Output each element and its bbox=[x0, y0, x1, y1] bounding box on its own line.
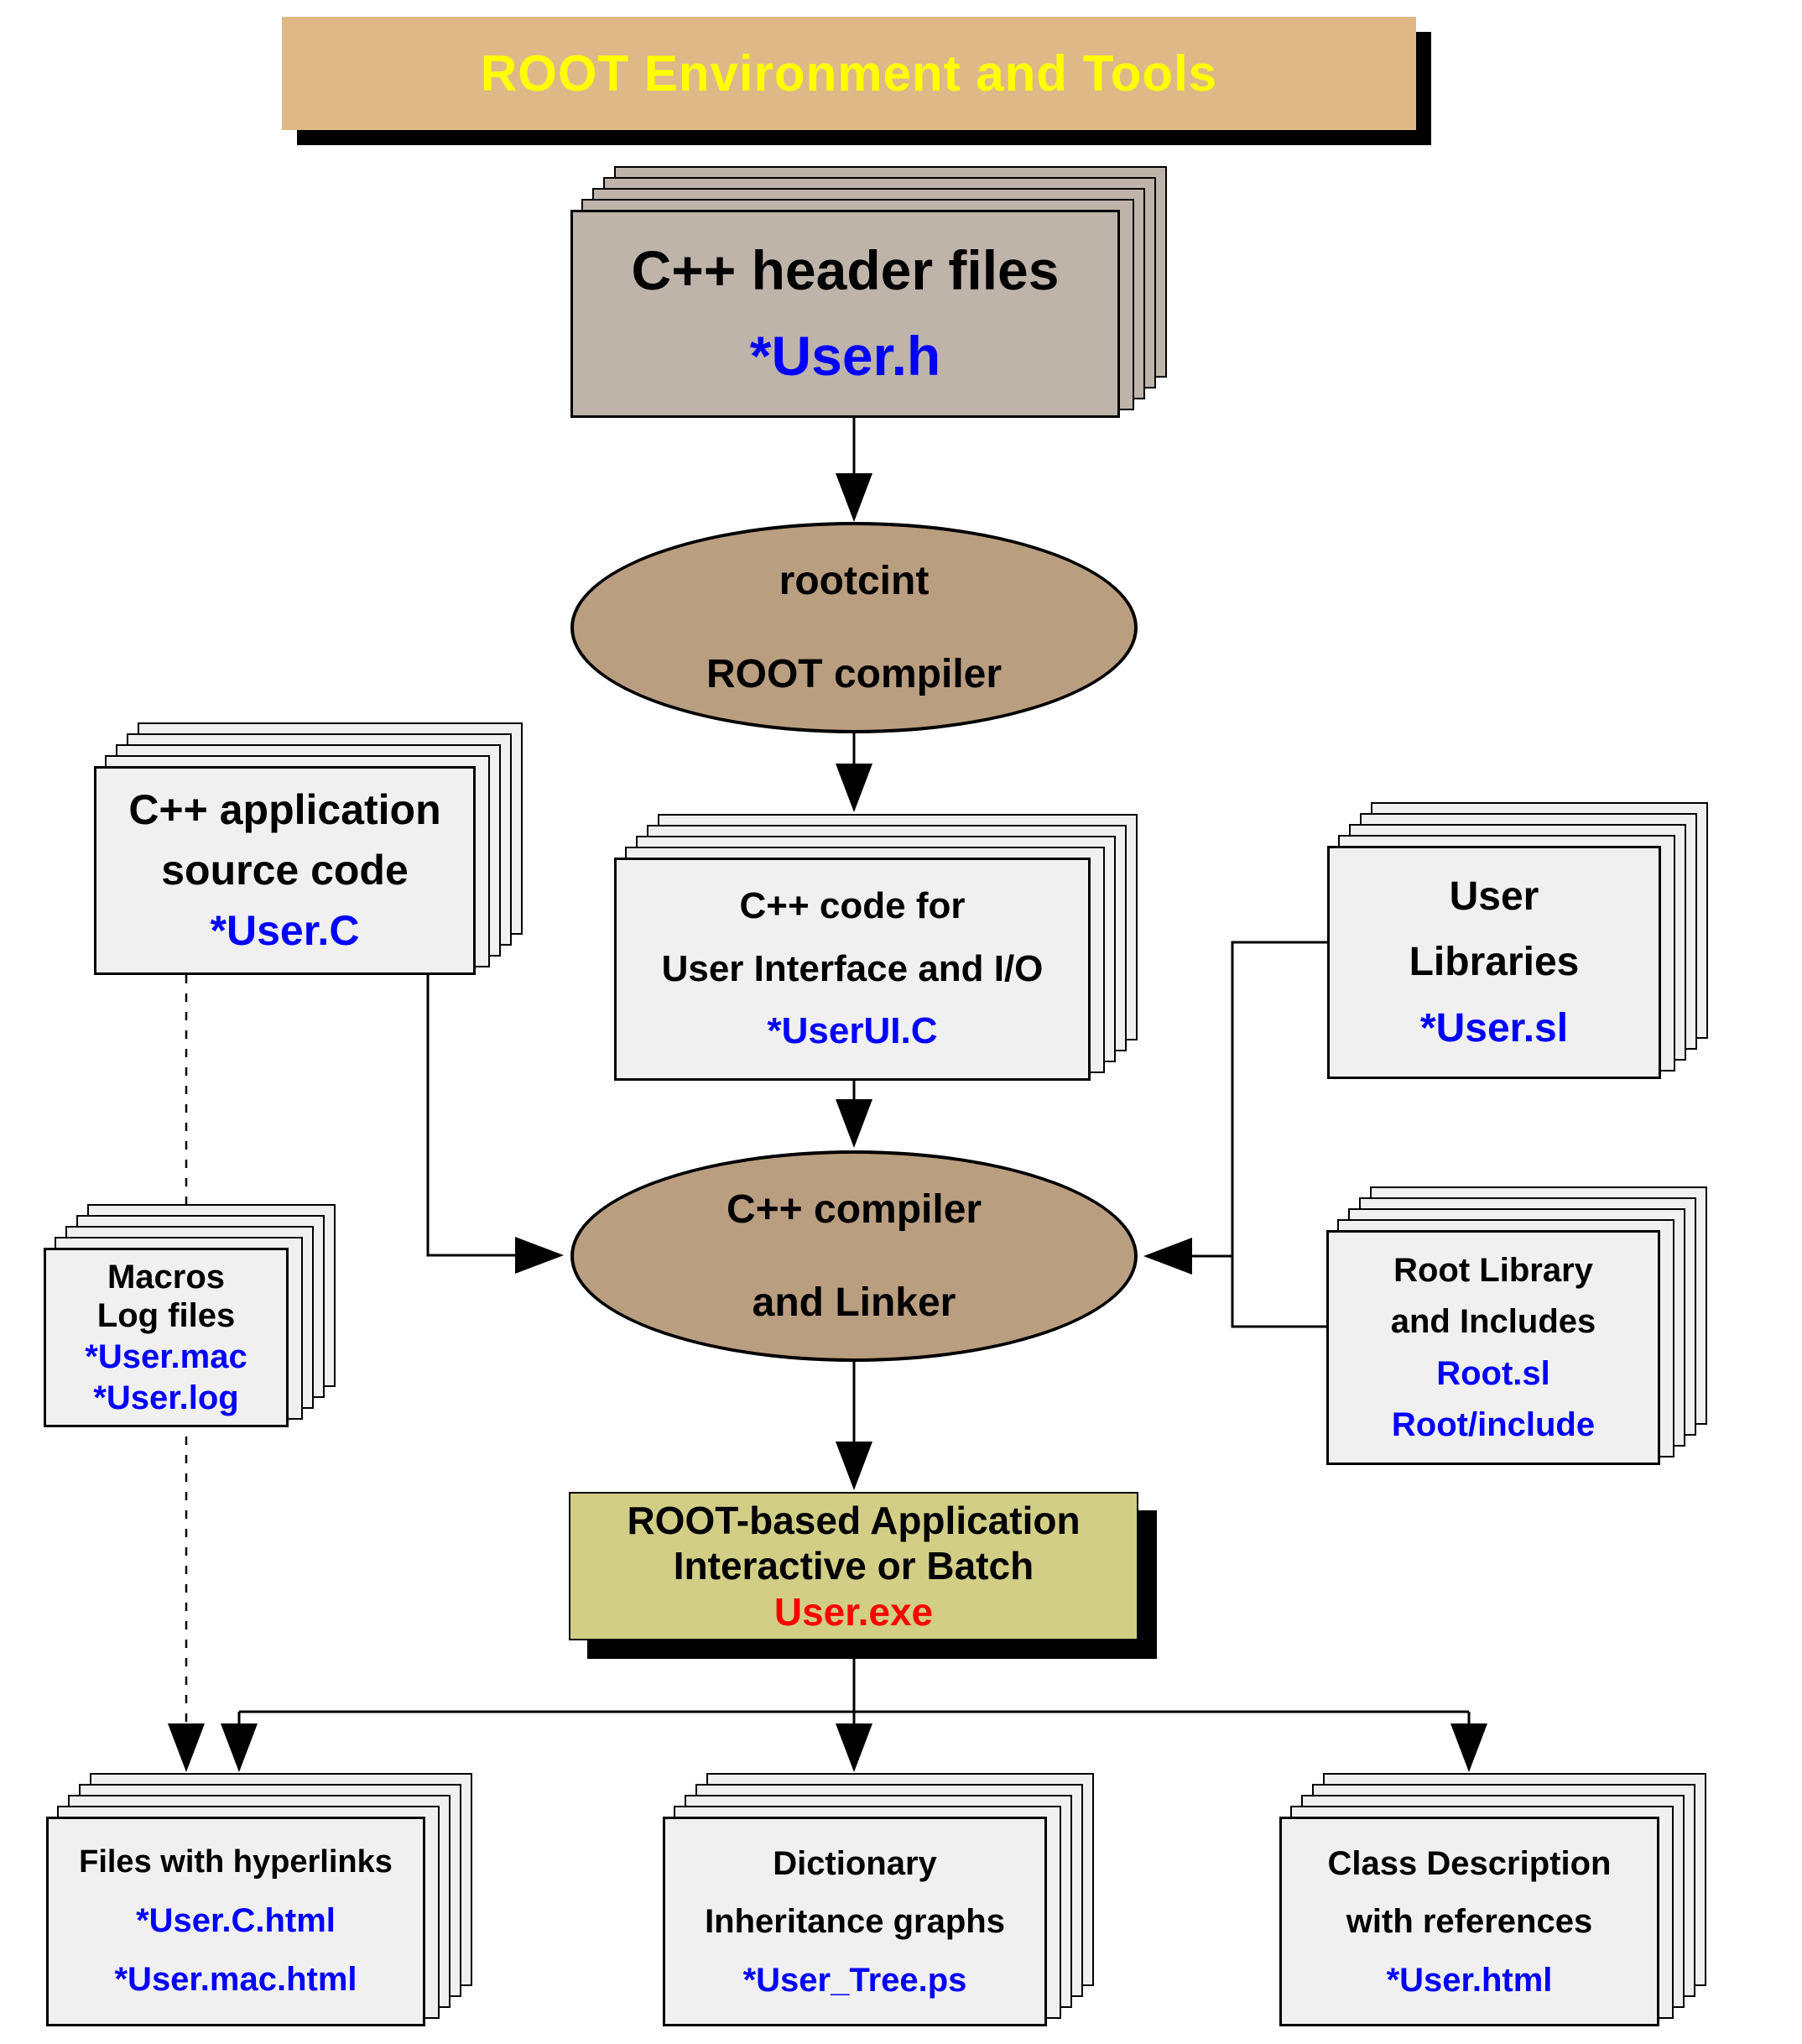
file-label: *User.mac bbox=[85, 1338, 247, 1375]
node-root-library: Root Library and Includes Root.sl Root/i… bbox=[1326, 1186, 1707, 1465]
node-subtitle: Libraries bbox=[1409, 940, 1580, 985]
file-label: Root/include bbox=[1391, 1406, 1596, 1444]
node-user-libraries: User Libraries *User.sl bbox=[1327, 802, 1708, 1079]
node-header-files: C++ header files *User.h bbox=[570, 166, 1167, 418]
file-label: *User.sl bbox=[1419, 1006, 1569, 1051]
node-title: Files with hyperlinks bbox=[79, 1844, 393, 1880]
file-label: *UserUI.C bbox=[767, 1010, 938, 1052]
arrow-libraries-to-compiler bbox=[1143, 941, 1327, 1328]
arrow-application-to-outputs bbox=[221, 1640, 1487, 1772]
diagram-title: ROOT Environment and Tools bbox=[480, 45, 1218, 102]
node-title: rootcint bbox=[779, 558, 930, 603]
node-compiler-ellipse: C++ compiler and Linker bbox=[570, 1150, 1138, 1362]
node-title: C++ compiler bbox=[726, 1186, 982, 1232]
node-subtitle: ROOT compiler bbox=[706, 652, 1003, 696]
file-label: *User.mac.html bbox=[114, 1960, 357, 1998]
node-rootcint-ellipse: rootcint ROOT compiler bbox=[570, 522, 1138, 733]
node-root-application: ROOT-based Application Interactive or Ba… bbox=[569, 1492, 1138, 1640]
file-label: *User_Tree.ps bbox=[742, 1961, 967, 1999]
node-subtitle: with references bbox=[1346, 1903, 1593, 1940]
node-title: Macros bbox=[107, 1259, 226, 1296]
node-app-source: C++ application source code *User.C bbox=[94, 722, 523, 975]
arrow-source-to-compiler bbox=[426, 975, 564, 1274]
file-label: *User.C bbox=[210, 906, 360, 954]
node-dictionary: Dictionary Inheritance graphs *User_Tree… bbox=[663, 1773, 1094, 2026]
node-title: User bbox=[1449, 873, 1539, 919]
node-title: Class Description bbox=[1327, 1844, 1612, 1882]
node-title: Root Library bbox=[1393, 1251, 1593, 1289]
node-hyperlink-files: Files with hyperlinks *User.C.html *User… bbox=[46, 1773, 472, 2026]
executable-label: User.exe bbox=[773, 1589, 934, 1634]
node-title: Dictionary bbox=[773, 1844, 937, 1882]
file-label: *User.h bbox=[749, 325, 941, 388]
node-macros: Macros Log files *User.mac *User.log bbox=[44, 1204, 336, 1427]
node-subtitle: User Interface and I/O bbox=[661, 947, 1044, 989]
node-subtitle: and Includes bbox=[1390, 1303, 1596, 1341]
node-subtitle: and Linker bbox=[752, 1280, 956, 1325]
arrow-headers-to-rootcint bbox=[836, 418, 872, 522]
file-label: *User.C.html bbox=[136, 1901, 336, 1939]
node-subtitle: source code bbox=[161, 846, 409, 894]
node-title: ROOT-based Application bbox=[627, 1498, 1081, 1542]
node-title: C++ application bbox=[128, 785, 441, 833]
node-subtitle: Interactive or Batch bbox=[673, 1544, 1034, 1588]
file-label: *User.html bbox=[1386, 1961, 1553, 1999]
arrow-uicode-to-compiler bbox=[836, 1081, 872, 1148]
node-subtitle: Log files bbox=[96, 1297, 236, 1334]
node-ui-code: C++ code for User Interface and I/O *Use… bbox=[614, 814, 1138, 1081]
file-label: Root.sl bbox=[1436, 1354, 1550, 1392]
node-title: C++ header files bbox=[631, 239, 1060, 302]
file-label: *User.log bbox=[93, 1379, 239, 1416]
diagram-title-banner: ROOT Environment and Tools bbox=[282, 17, 1416, 130]
node-title: C++ code for bbox=[739, 885, 966, 927]
arrow-rootcint-to-uicode bbox=[836, 733, 872, 812]
arrow-compiler-to-application bbox=[836, 1362, 872, 1490]
node-class-description: Class Description with references *User.… bbox=[1279, 1773, 1706, 2026]
node-subtitle: Inheritance graphs bbox=[705, 1903, 1005, 1940]
